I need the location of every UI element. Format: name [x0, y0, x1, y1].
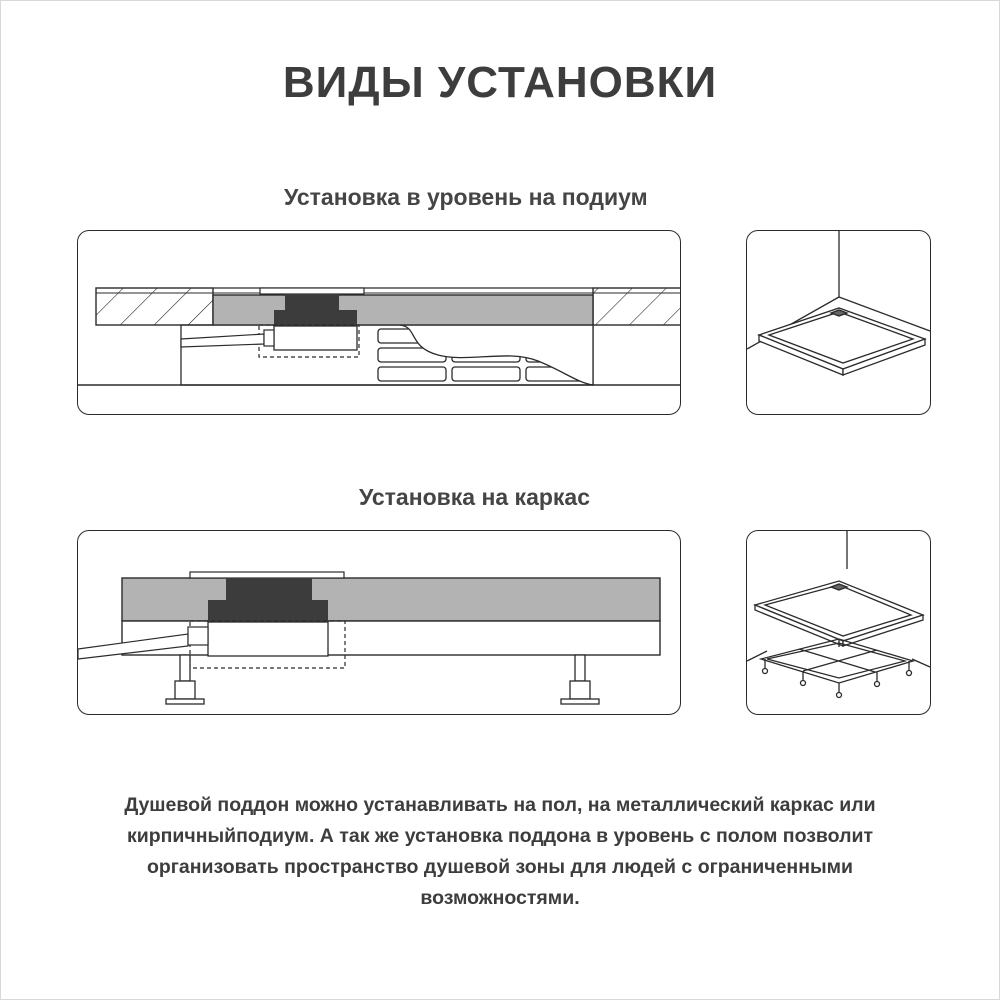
wall-floor-right: [911, 658, 930, 668]
podium-isometric-illustration: [746, 230, 931, 415]
description-line: Душевой поддон можно устанавливать на по…: [124, 794, 876, 816]
drain-grate: [259, 287, 365, 295]
drain-body: [208, 600, 328, 622]
frame-legs: [165, 654, 600, 705]
section-title-frame: Установка на каркас: [359, 484, 590, 510]
frame-section-diagram: [77, 530, 681, 715]
description-line: возможностями.: [420, 887, 580, 909]
section-title-podium: Установка в уровень на подиум: [284, 184, 648, 210]
outlet-pipe: [78, 633, 189, 660]
shower-tray: [121, 577, 661, 622]
shower-tray: [212, 294, 594, 326]
outlet-pipe: [180, 333, 265, 348]
description-line: кирпичныйподиум. А так же установка подд…: [126, 825, 874, 847]
frame-isometric-illustration: [746, 530, 931, 715]
wall-floor-right: [838, 296, 930, 332]
wall-floor-left: [747, 650, 768, 662]
pipe-coupling: [187, 626, 209, 646]
description-text: Душевой поддон можно устанавливать на по…: [40, 790, 960, 914]
drain-top: [285, 294, 339, 310]
drain-icon: [829, 583, 849, 591]
drain-trap: [207, 621, 329, 657]
pipe-coupling: [263, 329, 275, 347]
drain-trap: [273, 325, 358, 351]
drain-grate: [189, 571, 345, 579]
tray-top: [757, 307, 927, 370]
description-line: организовать пространство душевой зоны д…: [146, 856, 854, 878]
metal-frame: [758, 638, 916, 699]
cutaway-curve: [399, 324, 594, 386]
podium-section-diagram: [77, 230, 681, 415]
drain-body: [274, 310, 357, 326]
page-title: ВИДЫ УСТАНОВКИ: [282, 58, 718, 107]
drain-icon: [829, 309, 849, 317]
drain-top: [226, 578, 312, 600]
